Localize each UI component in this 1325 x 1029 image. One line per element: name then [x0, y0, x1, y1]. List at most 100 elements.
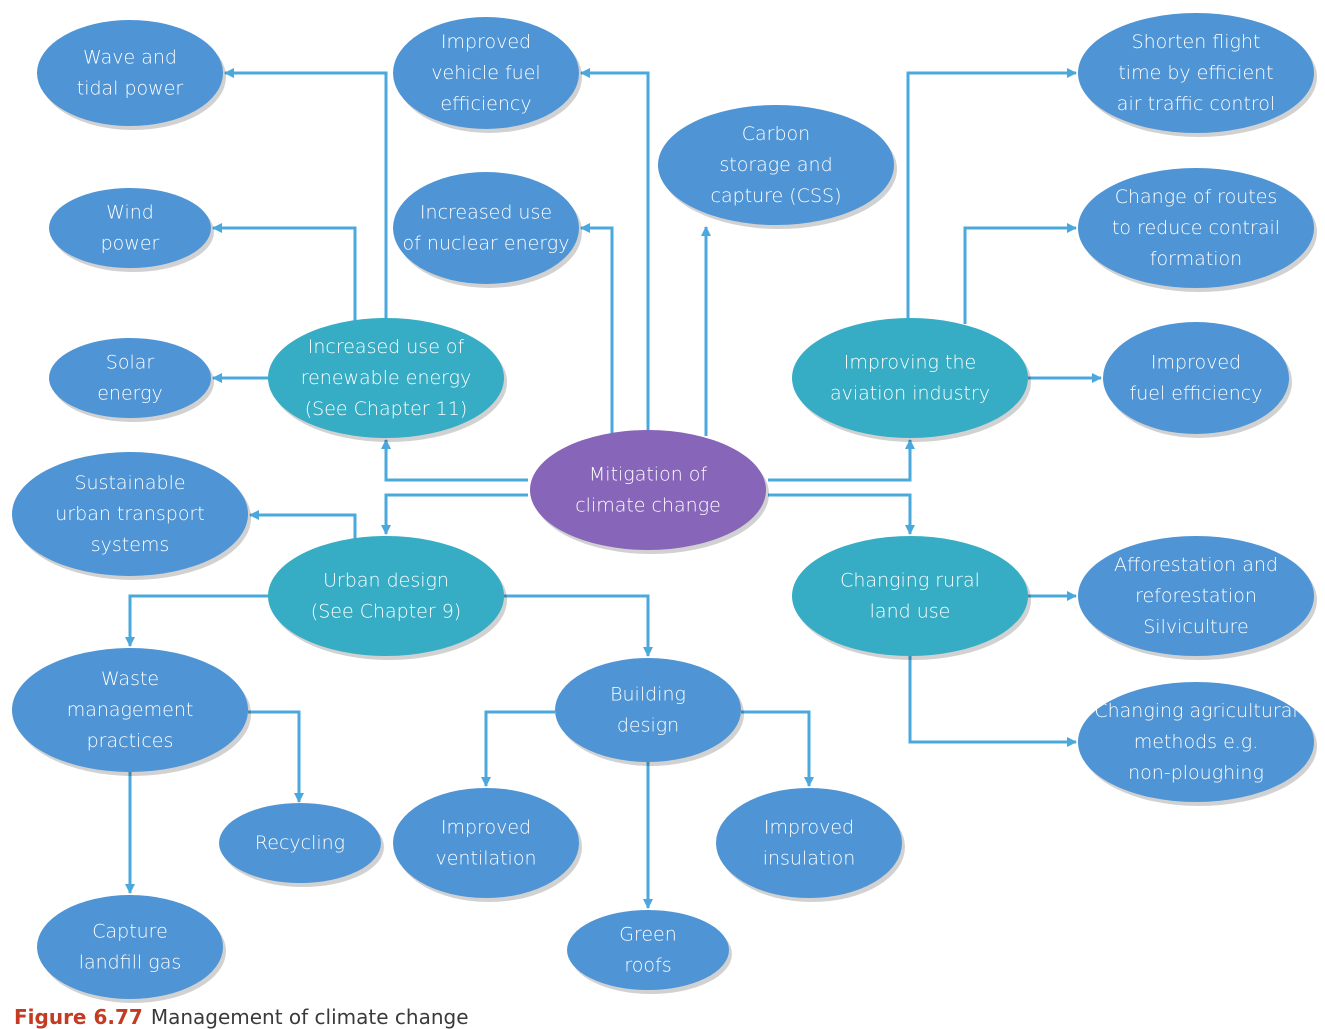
- node-label-line: aviation industry: [830, 383, 990, 405]
- category-node-rural: Changing rural land use: [792, 536, 1031, 660]
- connector-arrow: [212, 223, 357, 323]
- connector-arrow: [125, 594, 268, 647]
- leaf-node-carbon: Carbon storage and capture (CSS): [658, 105, 897, 229]
- node-label-line: Waste: [101, 668, 159, 690]
- node-label-line: (See Chapter 11): [305, 398, 467, 420]
- node-label-line: Capture: [92, 921, 168, 943]
- leaf-node-roofs: Green roofs: [567, 910, 732, 994]
- node-label-line: Shorten flight: [1132, 31, 1261, 53]
- leaf-node-afforestation: Afforestation andreforestationSilvicultu…: [1078, 536, 1317, 660]
- connector-arrow: [906, 68, 1077, 320]
- connector-arrow: [580, 68, 650, 432]
- node-label-line: capture (CSS): [711, 185, 842, 207]
- nodes: Mitigation of climate change Increased use…: [12, 13, 1317, 1003]
- node-label-line: systems: [91, 534, 170, 556]
- node-label-line: roofs: [624, 955, 671, 977]
- node-label-line: insulation: [763, 848, 856, 870]
- node-label-line: of nuclear energy: [403, 233, 570, 255]
- connector-arrow: [381, 439, 528, 482]
- node-label-line: air traffic control: [1117, 93, 1275, 115]
- connector-arrow: [504, 594, 653, 657]
- connector-arrow: [768, 493, 915, 535]
- node-label-line: reforestation: [1135, 585, 1257, 607]
- leaf-node-insulation: Improved insulation: [716, 788, 905, 902]
- node-label-line: Changing rural: [840, 570, 980, 592]
- connector-arrow: [908, 656, 1077, 747]
- node-ellipse: [393, 172, 579, 284]
- node-ellipse: [716, 788, 902, 898]
- connector-arrow: [963, 223, 1077, 324]
- category-node-renewable: Increased use of renewable energy (See Cha…: [268, 318, 507, 442]
- node-label-line: storage and: [719, 154, 832, 176]
- node-label-line: Mitigation of: [589, 464, 708, 486]
- node-label-line: efficiency: [440, 93, 531, 115]
- node-ellipse: [792, 318, 1028, 438]
- node-label-line: formation: [1150, 248, 1242, 270]
- node-ellipse: [268, 536, 504, 656]
- node-label-line: (See Chapter 9): [311, 601, 461, 623]
- node-label-line: Improving the: [844, 352, 976, 374]
- figure-number: Figure 6.77: [14, 1005, 143, 1029]
- node-label-line: design: [617, 715, 679, 737]
- node-label-line: climate change: [575, 495, 721, 517]
- node-ellipse: [12, 452, 248, 576]
- node-label-line: fuel efficiency: [1130, 383, 1263, 405]
- node-ellipse: [658, 105, 894, 225]
- node-label-line: Recycling: [255, 832, 345, 854]
- node-ellipse: [219, 803, 381, 883]
- node-label-line: urban transport: [55, 503, 204, 525]
- connector-arrow: [224, 68, 388, 318]
- node-label-line: Changing agricultural: [1094, 700, 1297, 722]
- connector-arrow: [741, 710, 814, 787]
- category-node-building: Building design: [555, 658, 744, 766]
- node-ellipse: [37, 20, 223, 126]
- node-label-line: Building: [610, 684, 686, 706]
- node-label-line: non-ploughing: [1128, 762, 1264, 784]
- node-ellipse: [1078, 682, 1314, 802]
- node-label-line: Wind: [106, 202, 154, 224]
- node-label-line: Increased use of: [308, 336, 465, 358]
- node-label-line: Sustainable: [74, 472, 185, 494]
- node-label-line: land use: [870, 601, 951, 623]
- node-ellipse: [1103, 322, 1289, 434]
- node-ellipse: [555, 658, 741, 762]
- node-label-line: practices: [87, 730, 174, 752]
- node-label-line: Carbon: [742, 123, 810, 145]
- node-label-line: Urban design: [323, 570, 449, 592]
- node-ellipse: [49, 338, 211, 418]
- leaf-node-vehicle: Improved vehicle fuel efficiency: [393, 17, 582, 133]
- node-label-line: Improved: [441, 31, 531, 53]
- node-ellipse: [49, 188, 211, 268]
- node-label-line: energy: [97, 383, 163, 405]
- node-ellipse: [1078, 168, 1314, 288]
- connector-arrow: [248, 710, 304, 803]
- node-ellipse: [393, 788, 579, 898]
- node-ellipse: [792, 536, 1028, 656]
- connector-arrow: [249, 510, 357, 540]
- connector-arrow: [580, 223, 614, 444]
- node-ellipse: [530, 430, 766, 550]
- leaf-node-aviation-fuel: Improved fuel efficiency: [1103, 322, 1292, 438]
- node-ellipse: [37, 895, 223, 999]
- node-label-line: Improved: [764, 817, 854, 839]
- node-label-line: Improved: [1151, 352, 1241, 374]
- node-label-line: Improved: [441, 817, 531, 839]
- node-ellipse: [268, 318, 504, 438]
- node-label-line: Wave and: [83, 47, 177, 69]
- node-label-line: vehicle fuel: [431, 62, 540, 84]
- leaf-node-recycling: Recycling: [219, 803, 384, 887]
- node-label-line: time by efficient: [1118, 62, 1273, 84]
- node-label-line: renewable energy: [301, 367, 472, 389]
- node-label-line: Green: [619, 924, 677, 946]
- node-label-line: Solar: [106, 352, 155, 374]
- node-ellipse: [393, 17, 579, 129]
- connectors: [125, 68, 1102, 909]
